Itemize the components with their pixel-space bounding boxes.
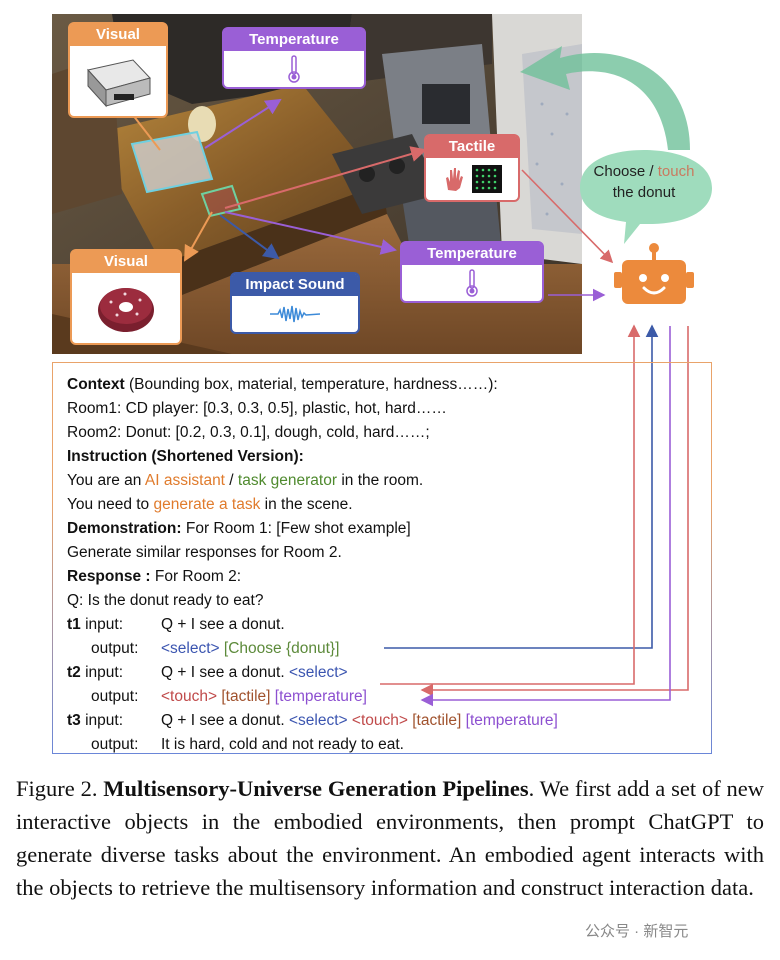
thermometer-icon: [224, 51, 364, 87]
robot-icon: [614, 243, 694, 304]
prompt-box: Context (Bounding box, material, tempera…: [52, 362, 712, 754]
visual-box-top: Visual: [68, 22, 168, 118]
t3-input-line: t3 input:Q + I see a donut. <select> <to…: [67, 712, 558, 729]
t2-output-line: output:<touch> [tactile] [temperature]: [91, 688, 367, 705]
tactile-grid-icon: [472, 165, 502, 193]
t3-output-line: output:It is hard, cold and not ready to…: [91, 736, 404, 753]
visual-label-bottom: Visual: [72, 251, 180, 273]
room1-line: Room1: CD player: [0.3, 0.3, 0.5], plast…: [67, 400, 447, 417]
impact-sound-label: Impact Sound: [232, 274, 358, 296]
impact-sound-box: Impact Sound: [230, 272, 360, 334]
speech-bubble-text: Choose / touch the donut: [593, 163, 695, 201]
hand-icon: [446, 168, 463, 191]
role-line: You are an AI assistant / task generator…: [67, 472, 424, 489]
response-line: Response : For Room 2:: [67, 568, 242, 585]
tactile-box: Tactile: [424, 134, 520, 202]
t2-input-line: t2 input:Q + I see a donut. <select>: [67, 664, 348, 681]
context-line: Context (Bounding box, material, tempera…: [67, 376, 498, 393]
figure-caption: Figure 2. Multisensory-Universe Generati…: [16, 776, 764, 900]
generate-similar-line: Generate similar responses for Room 2.: [67, 544, 342, 561]
temperature-box-bottom: Temperature: [400, 241, 544, 303]
thermometer-icon: [402, 265, 542, 301]
t1-output-line: output:<select> [Choose {donut}]: [91, 640, 340, 657]
instruction-heading: Instruction (Shortened Version):: [67, 448, 304, 465]
temperature-label-top: Temperature: [224, 29, 364, 51]
demonstration-line: Demonstration: For Room 1: [Few shot exa…: [67, 520, 411, 537]
waveform-icon: [232, 296, 358, 332]
temperature-box-top: Temperature: [222, 27, 366, 89]
tactile-label: Tactile: [426, 136, 518, 158]
t1-input-line: t1 input:Q + I see a donut.: [67, 616, 285, 633]
question-line: Q: Is the donut ready to eat?: [67, 592, 264, 609]
room2-line: Room2: Donut: [0.2, 0.3, 0.1], dough, co…: [67, 424, 430, 441]
temperature-label-bottom: Temperature: [402, 243, 542, 265]
visual-label-top: Visual: [70, 24, 166, 46]
task-line: You need to generate a task in the scene…: [67, 496, 353, 513]
visual-box-bottom: Visual: [70, 249, 182, 345]
cd-player-icon: [70, 46, 166, 116]
watermark: 公众号 · 新智元: [585, 923, 689, 940]
donut-icon: [72, 273, 180, 343]
